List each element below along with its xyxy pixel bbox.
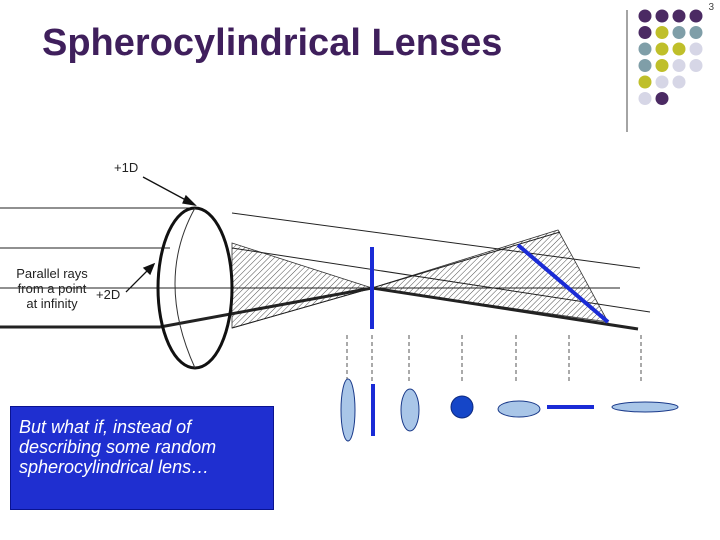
refracted-ray-1 [231,212,641,269]
circle-of-least-confusion [450,395,474,419]
decorative-dot [672,75,686,89]
label-parallel-rays: Parallel rays from a point at infinity [16,266,88,311]
slide-title: Spherocylindrical Lenses [42,22,503,64]
decorative-dot [638,59,652,72]
label-plus-2d: +2D [96,287,121,302]
cross-section-flat-ellipse [611,401,679,413]
decorative-dot [672,59,686,72]
decorative-dot [655,75,669,89]
horizontal-bundle [371,229,609,323]
decorative-dot [655,92,669,105]
callout-text: But what if, instead of describing some … [19,417,217,477]
cross-section-wide-ellipse [497,400,541,418]
decorative-dot [672,26,686,39]
decorative-dot-grid [626,9,703,132]
decorative-dot [689,59,703,72]
decorative-dot [672,42,686,56]
callout-box: But what if, instead of describing some … [10,406,274,510]
ray-bundles [231,229,609,329]
decorative-dot [638,75,652,89]
lens-outline [156,206,234,370]
decorative-dot [655,59,669,72]
decorative-dot [672,9,686,23]
cross-section-narrow-ellipse [400,388,420,432]
decorative-dot [638,9,652,23]
page-number: 3 [708,2,714,13]
cross-section-vertical-ellipse [340,378,356,442]
focal-lines [370,243,610,329]
decorative-dot [689,9,703,23]
refracted-ray-4 [371,231,561,289]
label-plus-1d: +1D [114,160,139,175]
decorative-dot [638,42,652,56]
decorative-dot [689,42,703,56]
callout-arrows [125,176,197,293]
decorative-dot [638,26,652,39]
decorative-dot [689,26,703,39]
decorative-dot [638,92,652,105]
decorative-dot [655,9,669,23]
arrowhead-plus-1d [182,194,197,206]
decorative-dot [655,42,669,56]
vertical-bundle [231,242,374,329]
refracted-ray-5 [231,287,373,329]
refracted-ray-2 [231,247,651,313]
incoming-rays [0,207,240,329]
spherocylindrical-lens [156,206,234,370]
decorative-dot [655,26,669,39]
lens-meridian [174,207,196,369]
horizontal-focal-line [516,243,610,324]
dashed-guides [346,335,642,382]
beam-cross-sections [340,378,679,442]
arrowhead-plus-2d [142,262,156,276]
